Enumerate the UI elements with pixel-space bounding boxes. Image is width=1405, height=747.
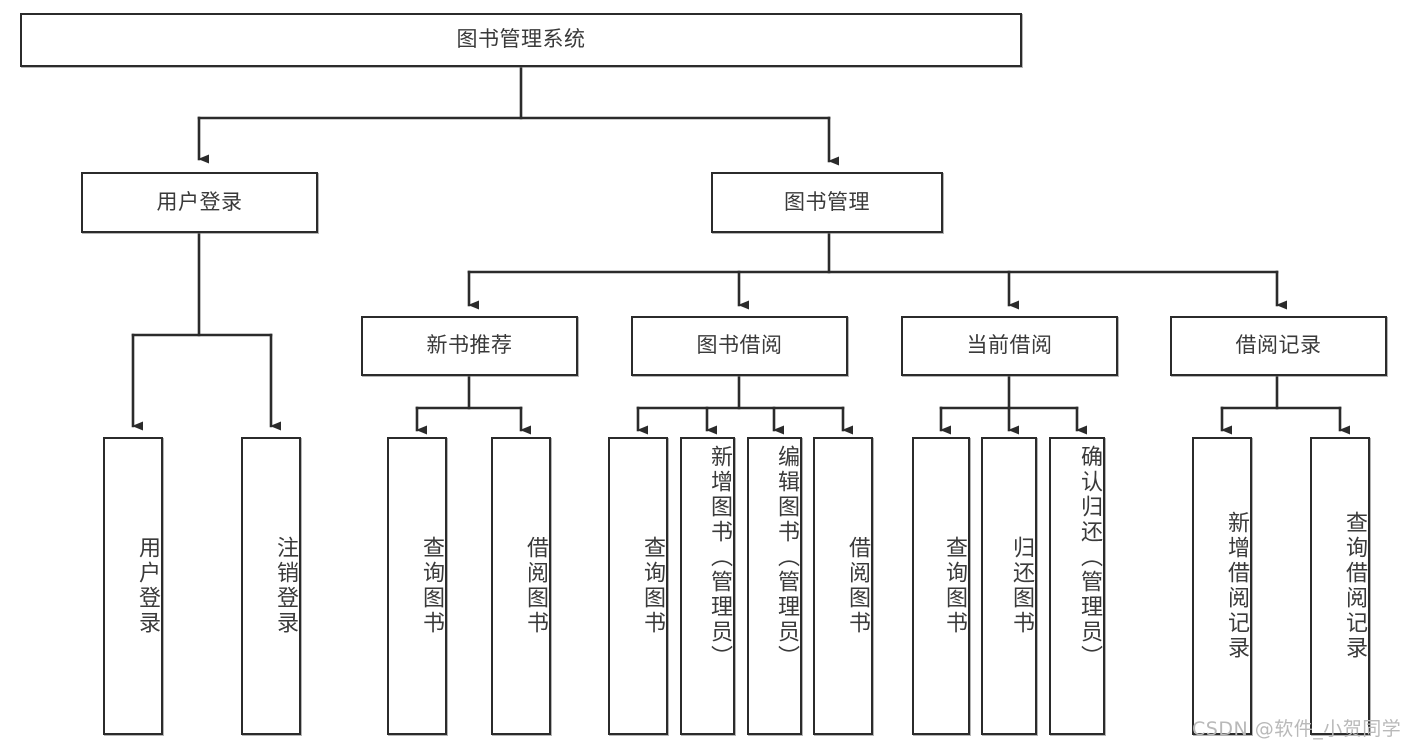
node-user-login[interactable]: 用户登录 bbox=[81, 172, 318, 233]
node-new-book-recommend[interactable]: 新书推荐 bbox=[361, 316, 578, 376]
node-leaf-query-borrow-record[interactable]: 查询借阅记录 bbox=[1310, 437, 1370, 735]
node-leaf-query-book-current[interactable]: 查询图书 bbox=[912, 437, 970, 735]
node-leaf-query-book-recommend[interactable]: 查询图书 bbox=[387, 437, 447, 735]
csdn-watermark: CSDN @软件_小贺同学 bbox=[1192, 718, 1402, 740]
node-leaf-add-book-admin[interactable]: 新增图书（管理员） bbox=[680, 437, 735, 735]
node-leaf-user-login[interactable]: 用户登录 bbox=[103, 437, 163, 735]
node-leaf-edit-book-admin[interactable]: 编辑图书（管理员） bbox=[747, 437, 802, 735]
node-book-manage[interactable]: 图书管理 bbox=[711, 172, 943, 233]
node-root-book-management-system[interactable]: 图书管理系统 bbox=[20, 13, 1022, 67]
node-borrow-record[interactable]: 借阅记录 bbox=[1170, 316, 1387, 376]
node-leaf-add-borrow-record[interactable]: 新增借阅记录 bbox=[1192, 437, 1252, 735]
node-leaf-return-book[interactable]: 归还图书 bbox=[981, 437, 1037, 735]
node-leaf-confirm-return-admin[interactable]: 确认归还（管理员） bbox=[1049, 437, 1105, 735]
node-current-borrow[interactable]: 当前借阅 bbox=[901, 316, 1118, 376]
node-leaf-query-book-borrow[interactable]: 查询图书 bbox=[608, 437, 668, 735]
node-leaf-borrow-book-borrow[interactable]: 借阅图书 bbox=[813, 437, 873, 735]
node-book-borrow[interactable]: 图书借阅 bbox=[631, 316, 848, 376]
node-leaf-borrow-book-recommend[interactable]: 借阅图书 bbox=[491, 437, 551, 735]
node-leaf-logout-login[interactable]: 注销登录 bbox=[241, 437, 301, 735]
